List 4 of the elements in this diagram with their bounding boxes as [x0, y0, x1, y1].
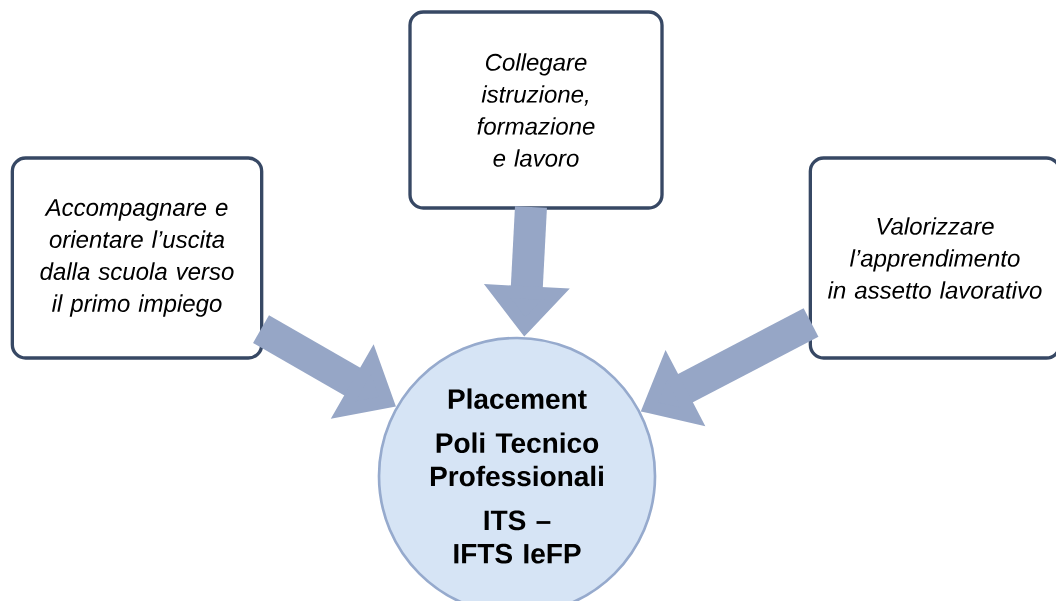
- text-box: Collegare istruzione, formazione e lavoro: [408, 10, 664, 210]
- text-box: Accompagnare e orientare l’uscita dalla scuola verso il primo impiego: [10, 156, 264, 360]
- text-box: Valorizzare l’apprendimento in assetto lavorativo: [808, 156, 1056, 360]
- circle-node: Placement Poli Tecnico Professionali ITS – IFTS IeFP: [377, 336, 657, 601]
